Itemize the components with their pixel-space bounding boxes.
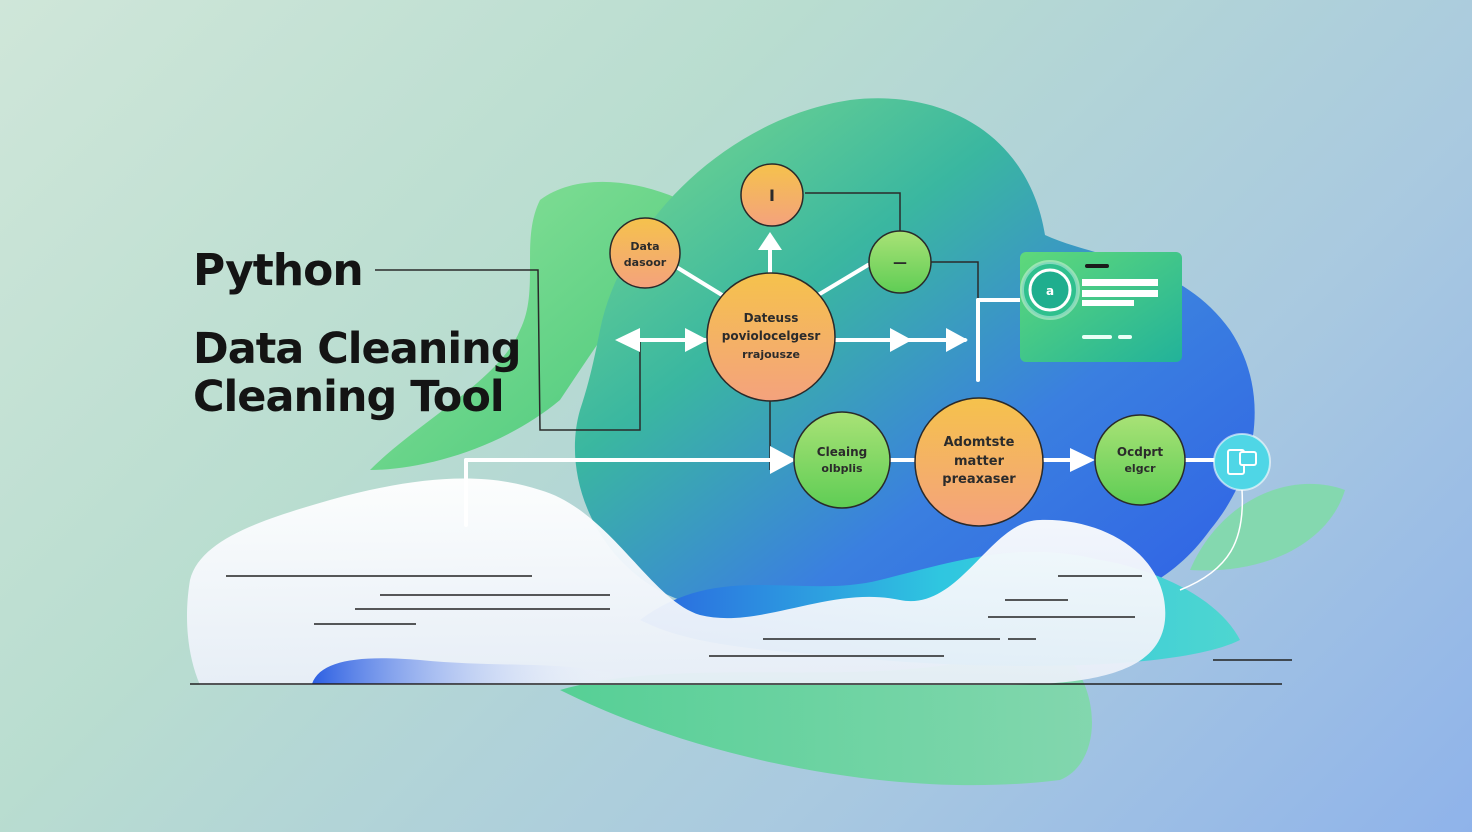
node-automate: Adomtste matter preaxaser (914, 397, 1044, 527)
node-output-line2: elgcr (1124, 462, 1156, 475)
node-data-source-line2: dasoor (624, 256, 667, 269)
node-output-circle (1094, 414, 1186, 506)
right-thin-curve (1179, 489, 1244, 591)
node-data-source-circle (609, 217, 681, 289)
node-top: I (740, 163, 804, 227)
node-process-line2: poviolocelgesr (722, 329, 821, 343)
main-gradient-blob (574, 98, 1255, 613)
node-automate-line2: matter (954, 454, 1005, 469)
node-top-label: I (769, 186, 775, 205)
title-data-cleaning: Data Cleaning (193, 324, 521, 374)
wave-text-lines (226, 575, 1292, 661)
node-data-source: Data dasoor (609, 217, 681, 289)
white-wave (187, 478, 1166, 685)
node-minus-label: — (893, 255, 907, 271)
node-cleaning-circle (793, 411, 891, 509)
node-process-line3: rrajousze (742, 348, 800, 361)
title-cleaning-tool: Cleaning Tool (193, 372, 505, 422)
card-dash (1118, 335, 1132, 339)
blue-underlay (312, 658, 620, 684)
title-python: Python (193, 245, 364, 296)
node-process-line1: Dateuss (744, 311, 799, 325)
result-card: a (1020, 252, 1182, 362)
card-dash (1082, 335, 1112, 339)
node-process-circle (706, 272, 836, 402)
card-avatar-label: a (1046, 284, 1054, 298)
card-bar (1085, 264, 1109, 268)
node-minus: — (868, 230, 932, 294)
arrowheads (615, 232, 1095, 474)
node-automate-circle (914, 397, 1044, 527)
card-line (1082, 300, 1134, 306)
node-output: Ocdprt elgcr (1094, 414, 1186, 506)
node-automate-line1: Adomtste (944, 435, 1015, 450)
node-automate-line3: preaxaser (942, 472, 1016, 487)
node-process: Dateuss poviolocelgesr rrajousze (706, 272, 836, 402)
node-cleaning-line1: Cleaing (817, 445, 867, 459)
card-line (1082, 279, 1158, 286)
node-cleaning-line2: olbplis (821, 462, 863, 475)
node-minus-circle (868, 230, 932, 294)
node-top-circle (740, 163, 804, 227)
thin-connectors (375, 192, 979, 470)
node-output-line1: Ocdprt (1117, 445, 1163, 459)
node-data-source-line1: Data (630, 240, 659, 253)
export-icon (1213, 433, 1271, 491)
right-green-leaf (1190, 483, 1345, 571)
node-cleaning: Cleaing olbplis (793, 411, 891, 509)
card-line (1082, 290, 1158, 297)
